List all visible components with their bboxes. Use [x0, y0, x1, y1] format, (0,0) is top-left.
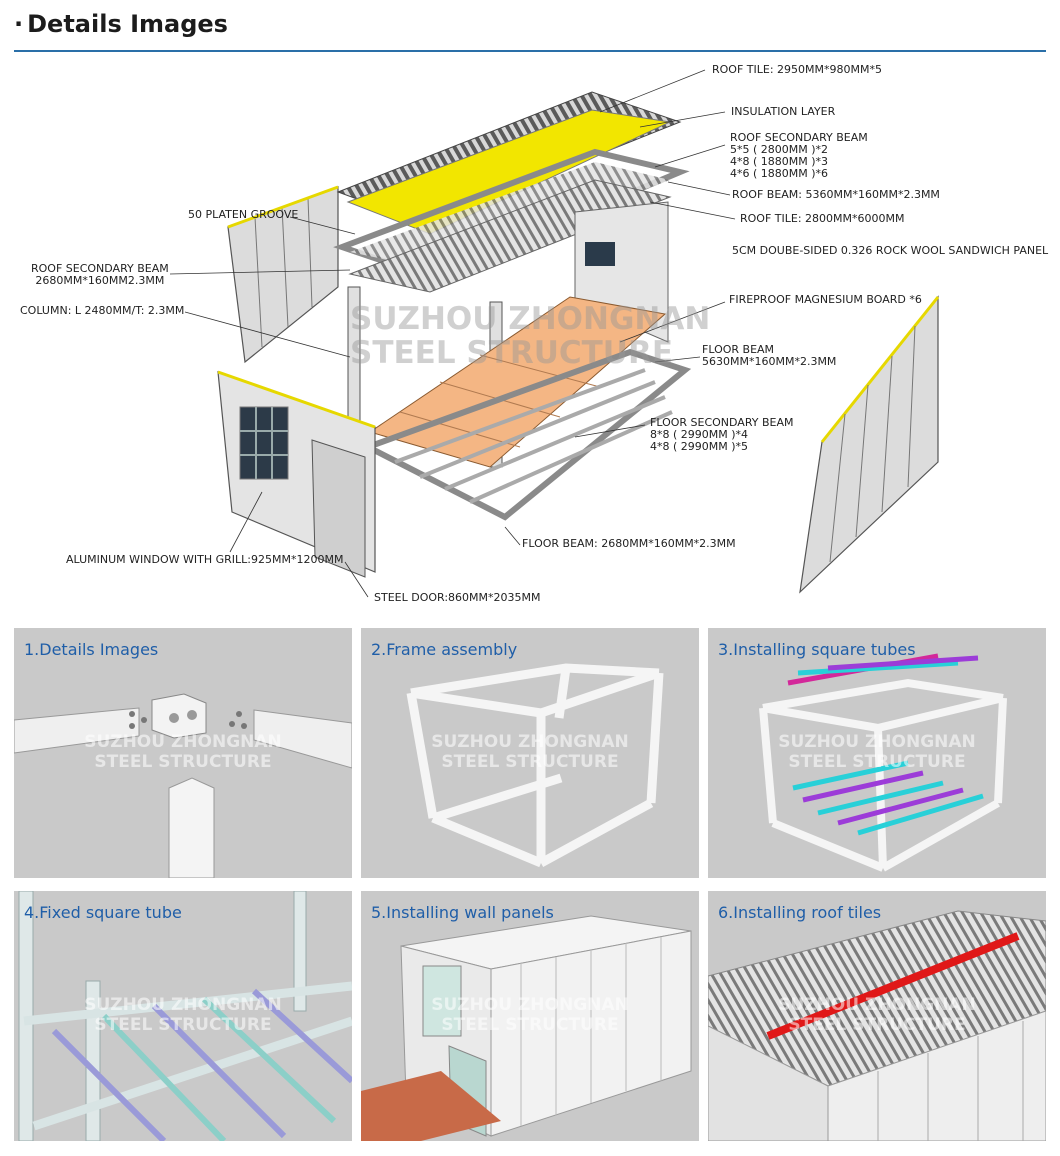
step-title-4: 4.Fixed square tube — [24, 903, 182, 922]
floor-frame — [360, 348, 692, 521]
step-title-5: 5.Installing wall panels — [371, 903, 554, 922]
label-roof-secondary-beam-left: ROOF SECONDARY BEAM 2680MM*160MM2.3MM — [31, 262, 169, 287]
label-roof-beam: ROOF BEAM: 5360MM*160MM*2.3MM — [732, 188, 940, 201]
step-3-illustration — [759, 653, 1007, 872]
label-roof-tile-top: ROOF TILE: 2950MM*980MM*5 — [712, 63, 882, 76]
label-floor-beam-bottom: FLOOR BEAM: 2680MM*160MM*2.3MM — [522, 537, 736, 550]
diagram-watermark: SUZHOU ZHONGNAN STEEL STRUCTURE — [350, 302, 710, 370]
label-roof-tile-second: ROOF TILE: 2800MM*6000MM — [740, 212, 905, 225]
label-column: COLUMN: L 2480MM/T: 2.3MM — [20, 304, 185, 317]
section-title-text: Details Images — [27, 10, 228, 38]
label-sandwich-panel: 5CM DOUBE-SIDED 0.326 ROCK WOOL SANDWICH… — [732, 244, 1049, 257]
label-steel-door: STEEL DOOR:860MM*2035MM — [374, 591, 541, 604]
roof-tile-second — [348, 179, 672, 293]
title-bullet: · — [14, 10, 24, 38]
label-floor-beam-right: FLOOR BEAM 5630MM*160MM*2.3MM — [702, 343, 837, 368]
step-panel-5: 5.Installing wall panels SUZHOU ZHONGNAN… — [361, 891, 699, 1141]
step-5-illustration — [361, 915, 692, 1141]
label-fireproof-board: FIREPROOF MAGNESIUM BOARD *6 — [729, 293, 922, 306]
exploded-diagram-drawing — [169, 69, 940, 598]
steel-door — [311, 439, 366, 578]
step-panel-3: 3.Installing square tubes — [708, 628, 1046, 878]
step-title-6: 6.Installing roof tiles — [718, 903, 882, 922]
window — [239, 406, 289, 480]
step-2-illustration — [406, 663, 664, 868]
exploded-diagram: SUZHOU ZHONGNAN STEEL STRUCTURE ROOF TIL… — [0, 52, 1060, 612]
step-1-illustration — [14, 693, 352, 878]
step-title-1: 1.Details Images — [24, 640, 159, 659]
section-title: ·Details Images — [14, 10, 228, 38]
watermark-line-2: STEEL STRUCTURE — [350, 335, 674, 371]
label-platen-groove: 50 PLATEN GROOVE — [188, 208, 299, 221]
label-floor-secondary-beam: FLOOR SECONDARY BEAM 8*8 ( 2990MM )*4 4*… — [650, 416, 794, 453]
label-roof-secondary-beam-right: ROOF SECONDARY BEAM 5*5 ( 2800MM )*2 4*8… — [730, 131, 868, 180]
label-window: ALUMINUM WINDOW WITH GRILL:925MM*1200MM — [66, 553, 344, 566]
step-6-illustration — [708, 910, 1046, 1141]
watermark-line-1: SUZHOU ZHONGNAN — [350, 301, 711, 337]
label-insulation-layer: INSULATION LAYER — [731, 105, 836, 118]
right-wall-panel — [799, 295, 939, 594]
step-title-3: 3.Installing square tubes — [718, 640, 916, 659]
section-header: ·Details Images — [14, 4, 1046, 52]
step-title-2: 2.Frame assembly — [371, 640, 518, 659]
step-4-illustration — [18, 891, 352, 1141]
